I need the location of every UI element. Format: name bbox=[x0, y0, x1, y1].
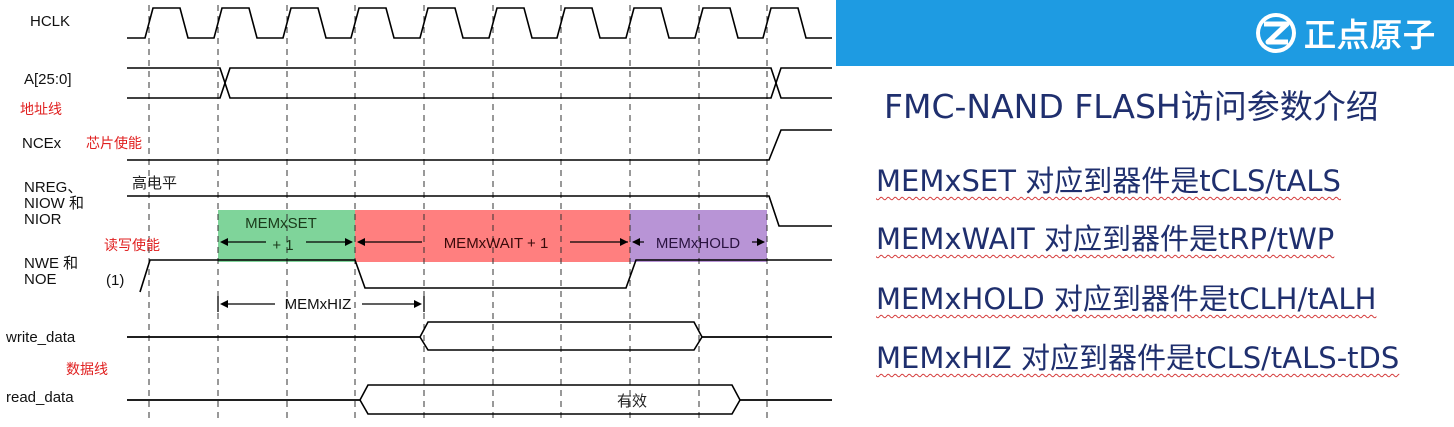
brand-logo: 正点原子 bbox=[1254, 10, 1436, 56]
read-data-wave-bottom bbox=[127, 399, 832, 415]
memxset-label-line1: MEMxSET bbox=[245, 215, 317, 232]
memxwait-label: MEMxWAIT + 1 bbox=[444, 235, 549, 252]
signal-nreg-line3: NIOR bbox=[24, 211, 62, 228]
ncex-wave bbox=[127, 129, 832, 161]
signal-nwe-line1: NWE 和 bbox=[24, 255, 78, 272]
brand-logo-icon bbox=[1255, 13, 1296, 53]
signal-hclk: HCLK bbox=[30, 13, 70, 30]
addr-wave-top bbox=[127, 67, 832, 99]
annotation-addr-line: 地址线 bbox=[20, 102, 62, 118]
signal-ncex: NCEx bbox=[22, 135, 62, 152]
waveforms bbox=[127, 7, 832, 415]
panel-title: FMC-NAND FLASH访问参数介绍 bbox=[884, 87, 1379, 126]
timing-guides bbox=[148, 5, 768, 422]
brand-name: 正点原子 bbox=[1303, 16, 1436, 54]
write-data-wave-bottom bbox=[127, 336, 832, 351]
signal-addr: A[25:0] bbox=[24, 71, 72, 88]
signal-read-data: read_data bbox=[6, 389, 74, 406]
read-valid-label: 有效 bbox=[617, 392, 647, 410]
memxset-label-line2: + 1 bbox=[272, 237, 293, 254]
param-memxhold: MEMxHOLD 对应到器件是tCLH/tALH bbox=[876, 282, 1377, 316]
memxhold-label: MEMxHOLD bbox=[656, 235, 740, 252]
memxhiz-bracket bbox=[217, 296, 425, 312]
param-memxwait: MEMxWAIT 对应到器件是tRP/tWP bbox=[876, 222, 1335, 256]
memxhiz-label: MEMxHIZ bbox=[285, 296, 352, 313]
signal-nreg-line2: NIOW 和 bbox=[24, 195, 84, 212]
addr-wave-bottom bbox=[127, 67, 832, 99]
annotation-chip-enable: 芯片使能 bbox=[86, 135, 142, 152]
phase-arrows bbox=[220, 238, 765, 246]
signal-nreg-line1: NREG、 bbox=[24, 179, 82, 196]
timing-diagram: HCLK A[25:0] NCEx NREG、 NIOW 和 NIOR NWE … bbox=[5, 5, 832, 422]
nwe-wave bbox=[139, 259, 832, 293]
signal-nwe-line2: NOE bbox=[24, 271, 57, 288]
param-memxhiz: MEMxHIZ 对应到器件是tCLS/tALS-tDS bbox=[876, 341, 1400, 375]
hclk-wave bbox=[127, 7, 832, 39]
signal-nwe-note: (1) bbox=[106, 272, 124, 289]
annotation-rw-enable: 读写使能 bbox=[104, 237, 160, 254]
annotation-data-line: 数据线 bbox=[66, 362, 108, 378]
param-memxset: MEMxSET 对应到器件是tCLS/tALS bbox=[876, 164, 1341, 198]
annotation-high-level: 高电平 bbox=[132, 174, 177, 192]
nreg-wave bbox=[127, 195, 832, 227]
signal-write-data: write_data bbox=[5, 329, 76, 346]
brand-banner: 正点原子 bbox=[836, 0, 1454, 66]
